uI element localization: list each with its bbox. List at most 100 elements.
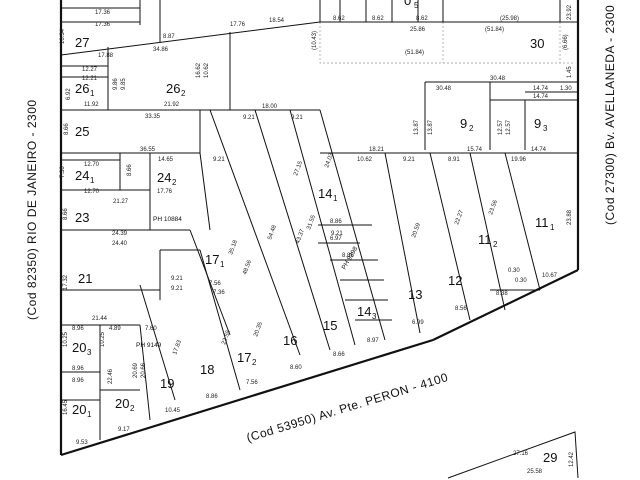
lot-21: 21	[78, 271, 92, 286]
dashed-boundaries	[319, 22, 575, 64]
street-rio-de-janeiro: (Cod 82350) RIO DE JANEIRO - 2300	[25, 99, 39, 320]
dim-label: 14.74	[531, 147, 547, 153]
dim-label: 13.87	[428, 119, 434, 135]
dim-label: 27.15	[293, 160, 304, 177]
svg-text:3: 3	[372, 312, 377, 321]
dim-label: 8.62	[372, 16, 384, 22]
dimension-labels: 17.36 17.36 8.87 17.76 18.54 10.34 17.88…	[60, 4, 575, 475]
dim-label: 12.70	[84, 189, 100, 195]
svg-text:23: 23	[75, 210, 89, 225]
svg-text:17: 17	[205, 252, 219, 267]
dim-label: 14.65	[158, 157, 174, 163]
dim-label: 7.36	[60, 166, 66, 178]
lot-15: 15	[323, 318, 337, 333]
dim-label: 11.92	[84, 102, 99, 108]
dim-label: 22.46	[108, 368, 114, 384]
svg-text:29: 29	[543, 450, 557, 465]
svg-text:2: 2	[181, 89, 186, 98]
svg-text:9: 9	[534, 116, 541, 131]
dim-label: 21.27	[113, 199, 129, 205]
dim-label: 18.54	[269, 18, 285, 24]
dim-label: 17.76	[230, 22, 246, 28]
dim-label: 1.45	[567, 66, 573, 78]
dim-label: 21.44	[92, 316, 108, 322]
dim-label: 36.55	[140, 147, 156, 153]
lot-27: 27	[75, 35, 89, 50]
dim-label: 10.45	[165, 408, 181, 414]
dim-label: 27.16	[513, 451, 529, 457]
dim-label: 8.91	[448, 157, 460, 163]
lot-23: 23	[75, 210, 89, 225]
svg-text:20: 20	[115, 396, 129, 411]
lot-19: 19	[160, 376, 174, 391]
svg-text:14: 14	[318, 186, 332, 201]
svg-text:2: 2	[493, 240, 498, 249]
dim-label: 8.96	[72, 326, 84, 332]
dim-label: 24.03	[324, 152, 335, 169]
dim-label: 9.53	[76, 440, 88, 446]
dim-label: 0.30	[515, 278, 527, 284]
svg-text:2: 2	[130, 404, 135, 413]
svg-text:20: 20	[72, 402, 86, 417]
dim-label: 43.37	[295, 228, 306, 245]
svg-text:3: 3	[87, 348, 92, 357]
dim-label: 8.66	[63, 208, 69, 220]
dim-label: 12.27	[82, 67, 98, 73]
svg-text:2: 2	[172, 178, 177, 187]
dim-label: 17.88	[98, 53, 114, 59]
street-peron: (Cod 53950) Av. Pte. PERON - 4100	[245, 370, 450, 445]
dim-label: 10.34	[60, 28, 66, 44]
dim-label: 8.66	[127, 164, 133, 176]
dim-label: 8.97	[367, 338, 379, 344]
dim-label: 14.74	[533, 86, 549, 92]
dim-label: 17.32	[63, 274, 69, 290]
dim-label: 8.86	[330, 219, 342, 225]
dim-label: 33.35	[145, 114, 161, 120]
dim-label: 12.42	[569, 451, 575, 467]
lot-25: 25	[75, 124, 89, 139]
dim-label: 0.30	[508, 268, 520, 274]
dim-label: 30.48	[436, 86, 452, 92]
dim-label: 13.87	[414, 119, 420, 135]
svg-text:17: 17	[237, 350, 251, 365]
dim-label: 9.21	[171, 276, 183, 282]
dim-label: 9.21	[171, 286, 183, 292]
dim-label: 23.92	[567, 4, 573, 20]
dim-label: 8.38	[496, 291, 508, 297]
lot-29: 29	[543, 450, 557, 465]
svg-text:2: 2	[252, 358, 257, 367]
dim-label: 14.74	[533, 94, 549, 100]
dim-label: 12.57	[506, 119, 512, 135]
dim-label: 9.21	[331, 231, 343, 237]
dim-label: 12.21	[82, 76, 98, 82]
svg-text:1: 1	[90, 89, 95, 98]
dim-label: 21.92	[164, 102, 180, 108]
svg-text:20: 20	[72, 340, 86, 355]
dim-label: 31.55	[306, 214, 317, 231]
svg-text:24: 24	[75, 168, 89, 183]
dim-label: 20.69	[133, 362, 139, 378]
dim-label: 6.97	[330, 236, 342, 242]
dim-label: 8.62	[416, 16, 428, 22]
dim-label: 18.21	[369, 147, 385, 153]
svg-text:11: 11	[535, 215, 549, 230]
svg-text:26: 26	[166, 81, 180, 96]
dim-label: 15.74	[467, 147, 483, 153]
dim-label: (25.98)	[500, 16, 519, 22]
dim-label: 10.62	[204, 62, 210, 78]
svg-text:13: 13	[408, 287, 422, 302]
svg-text:3: 3	[543, 124, 548, 133]
dim-label: 22.55	[221, 329, 232, 346]
svg-text:11: 11	[478, 232, 492, 247]
